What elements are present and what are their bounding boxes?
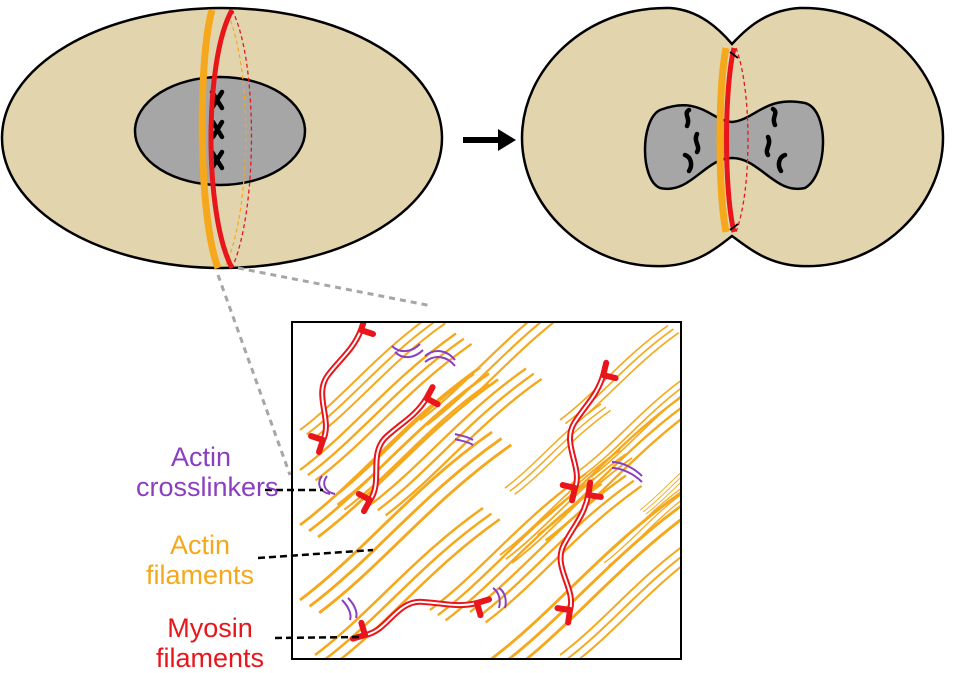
label-actin-filaments: Actin filaments [140,530,260,590]
actin-crosslinkers [318,343,643,621]
contractile-ring-myosin-late [724,47,737,233]
label-myosin-filaments-line2: filaments [155,643,265,673]
contractile-ring-back-late [735,47,749,233]
label-actin-crosslinkers-line2: crosslinkers [136,472,279,502]
label-myosin-filaments-line1: Myosin [167,613,253,643]
zoom-guides [216,266,433,476]
label-leaders [257,488,374,640]
chromosomes-separated [682,106,788,174]
contractile-ring-actin [198,9,222,270]
contractile-ring-back-actin [225,13,247,266]
zoom-panel [291,321,682,660]
contractile-ring-myosin [208,8,235,270]
label-actin-filaments-line2: filaments [145,560,255,590]
contractile-ring-back [231,9,253,269]
arrow-right-icon [463,129,516,151]
contractile-ring-actin-late [716,47,730,233]
label-actin-crosslinkers-line1: Actin [170,442,232,472]
dividing-cell-early [0,6,444,270]
label-actin-crosslinkers: Actin crosslinkers [136,442,279,502]
label-actin-filaments-line1: Actin [169,530,231,560]
dividing-cell-late [520,6,945,268]
label-myosin-filaments: Myosin filaments [145,613,275,673]
